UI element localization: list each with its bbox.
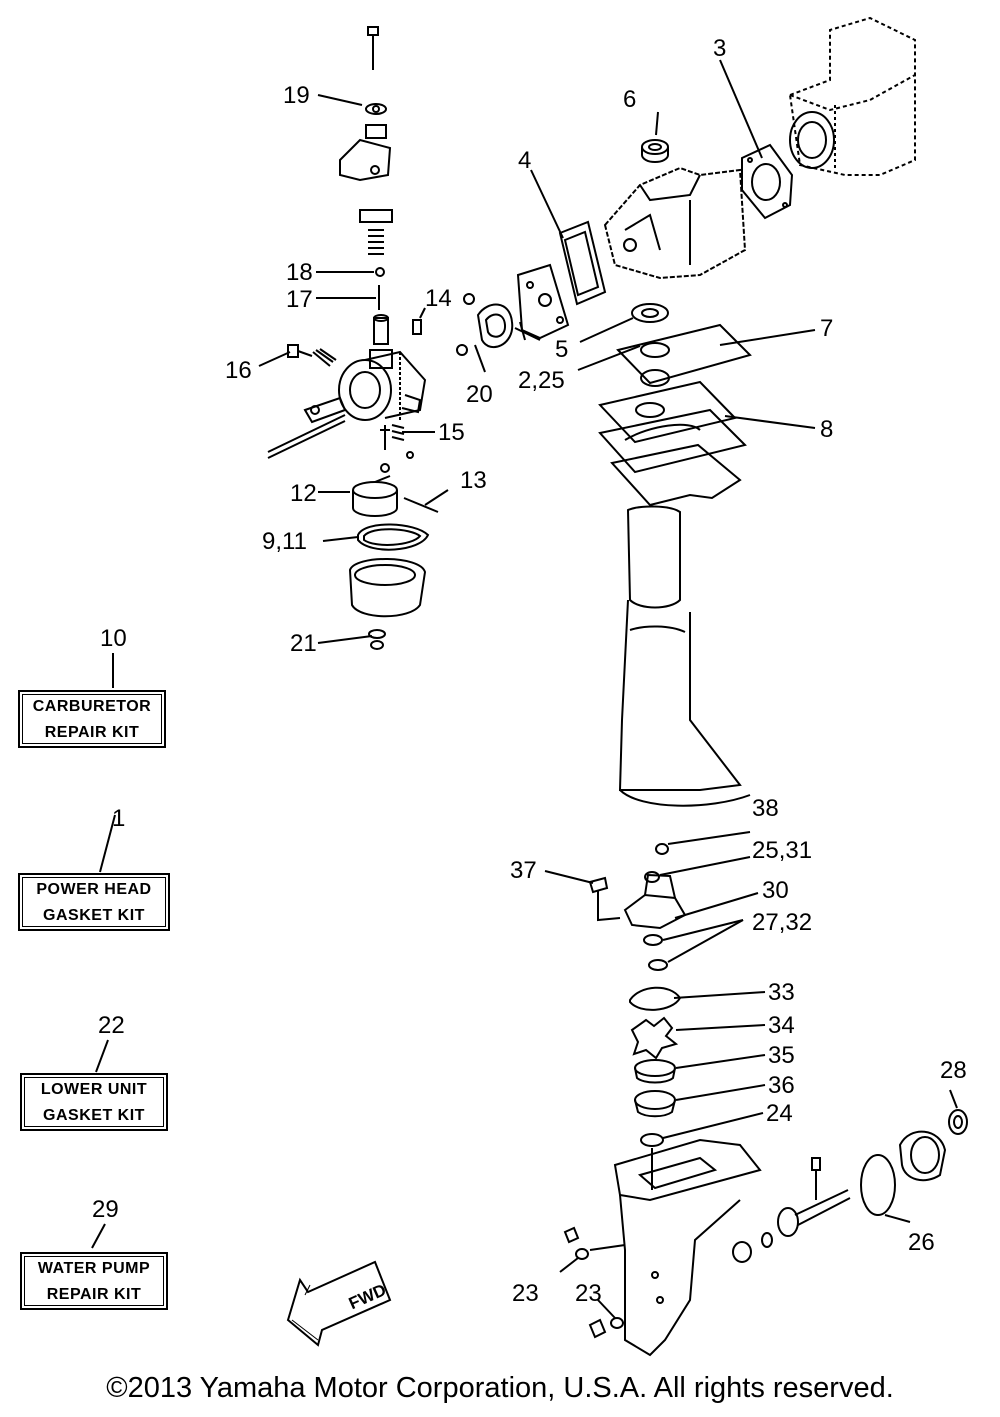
intake-bolt [463, 293, 541, 341]
callout-30: 30 [762, 877, 789, 904]
callout-2-25: 2,25 [518, 367, 565, 394]
callout-15: 15 [438, 419, 465, 446]
liner-35 [634, 1059, 676, 1084]
callout-23-right: 23 [575, 1280, 602, 1307]
pump-housing [623, 843, 687, 971]
exhaust-plate [598, 408, 747, 474]
callout-20: 20 [466, 381, 493, 408]
float-pin-13 [403, 497, 439, 513]
kit-line-1: POWER HEAD [36, 881, 152, 898]
jet-15 [380, 424, 414, 473]
needle-assembly [339, 26, 393, 310]
callout-5: 5 [555, 336, 568, 363]
power-head-gasket-kit-box: POWER HEAD GASKET KIT [18, 873, 170, 931]
callout-9-11: 9,11 [262, 528, 307, 555]
callout-14: 14 [425, 285, 452, 312]
callout-21: 21 [290, 630, 317, 657]
callout-4: 4 [518, 147, 531, 174]
float-bowl [348, 558, 427, 618]
plug-23-upper [563, 1226, 589, 1260]
lower-casing [613, 1138, 762, 1357]
intake-plate [516, 263, 570, 340]
callout-27-32: 27,32 [752, 909, 812, 936]
callout-33: 33 [768, 979, 795, 1006]
screw-37 [588, 876, 621, 922]
callout-37: 37 [510, 857, 537, 884]
main-nozzle [373, 314, 389, 345]
gasket-8 [598, 380, 737, 444]
callout-28: 28 [940, 1057, 967, 1084]
callout-17: 17 [286, 286, 313, 313]
cylinder-block [788, 16, 916, 176]
callout-19: 19 [283, 82, 310, 109]
kit-line-1: CARBURETOR [32, 698, 152, 715]
water-pump-repair-kit-box: WATER PUMP REPAIR KIT [20, 1252, 168, 1310]
bearing-housing [898, 1130, 947, 1182]
callout-6: 6 [623, 86, 636, 113]
kit-number-lower: 22 [98, 1012, 125, 1039]
impeller-34 [630, 1016, 679, 1060]
kit-number-carb: 10 [100, 625, 127, 652]
callout-23-left: 23 [512, 1280, 539, 1307]
oil-seal-5 [631, 303, 669, 323]
crankcase [603, 166, 747, 280]
callout-25-31: 25,31 [752, 837, 812, 864]
reed-gasket-4 [558, 220, 607, 306]
callout-13: 13 [460, 467, 487, 494]
throttle-shaft [267, 396, 347, 459]
callout-26: 26 [908, 1229, 935, 1256]
callout-35: 35 [768, 1042, 795, 1069]
kit-line-2: GASKET KIT [43, 907, 145, 924]
callout-12: 12 [290, 480, 317, 507]
kit-line-2: REPAIR KIT [44, 724, 140, 741]
seal-28 [948, 1109, 968, 1135]
callout-24: 24 [766, 1100, 793, 1127]
kit-number-power: 1 [112, 805, 125, 832]
carburetor-repair-kit-box: CARBURETOR REPAIR KIT [18, 690, 166, 748]
drive-shaft-housing [610, 443, 751, 807]
callout-3: 3 [713, 35, 726, 62]
kit-line-2: REPAIR KIT [46, 1286, 142, 1303]
plug-23-lower [588, 1317, 624, 1339]
drain-screw-21 [368, 629, 386, 650]
gasket-7 [616, 323, 752, 387]
kit-line-1: LOWER UNIT [40, 1081, 148, 1098]
plug-14 [412, 319, 422, 335]
oil-seal-6 [641, 139, 669, 163]
gasket-3 [741, 143, 794, 220]
kit-number-pump: 29 [92, 1196, 119, 1223]
fwd-label: FWD [346, 1280, 389, 1313]
kit-line-1: WATER PUMP [37, 1260, 151, 1277]
callout-7: 7 [820, 315, 833, 342]
propeller-shaft [732, 1157, 851, 1263]
lower-unit-gasket-kit-box: LOWER UNIT GASKET KIT [20, 1073, 168, 1131]
seal-24 [640, 1133, 664, 1190]
float-12 [352, 475, 398, 517]
callout-8: 8 [820, 416, 833, 443]
fwd-arrow-icon [286, 1260, 392, 1347]
pump-plate-33 [629, 986, 682, 1011]
idle-screw-16 [287, 344, 337, 367]
cartridge-36 [634, 1090, 676, 1118]
kit-line-2: GASKET KIT [43, 1107, 145, 1124]
callout-34: 34 [768, 1012, 795, 1039]
float-gasket-9-11 [357, 523, 430, 551]
flange-gasket-20 [456, 303, 514, 356]
callout-36: 36 [768, 1072, 795, 1099]
o-ring-26 [860, 1154, 896, 1216]
leader-lines [91, 59, 958, 1319]
callout-38: 38 [752, 795, 779, 822]
callout-18: 18 [286, 259, 313, 286]
copyright-notice: ©2013 Yamaha Motor Corporation, U.S.A. A… [106, 1372, 894, 1404]
carburetor-body [338, 349, 427, 421]
callout-16: 16 [225, 357, 252, 384]
